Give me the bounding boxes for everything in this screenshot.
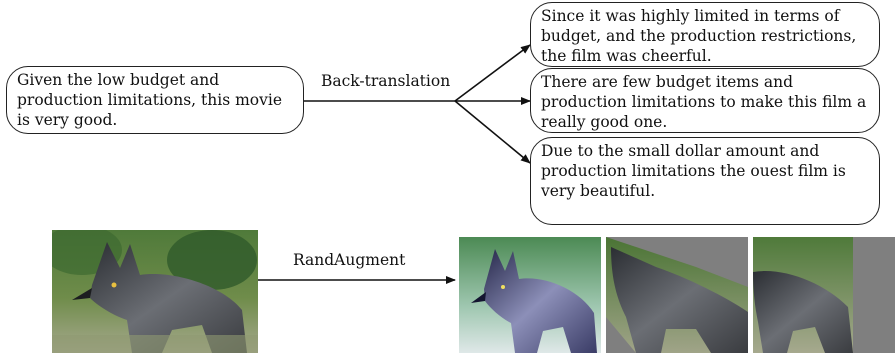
output-sentence-text-1: Since it was highly limited in terms of …: [541, 7, 857, 65]
output-sentence-box-1: Since it was highly limited in terms of …: [530, 2, 880, 67]
fox-photo-shear: [606, 237, 748, 353]
source-sentence-text: Given the low budget and production limi…: [17, 71, 282, 129]
fox-photo-color-jitter: [459, 237, 601, 353]
arrow-to-output-3: [454, 100, 531, 164]
output-sentence-box-2: There are few budget items and productio…: [530, 68, 880, 133]
output-sentence-box-3: Due to the small dollar amount and produ…: [530, 137, 880, 225]
output-sentence-text-3: Due to the small dollar amount and produ…: [541, 142, 846, 200]
randaugment-label: RandAugment: [293, 251, 406, 269]
arrow-to-output-1: [454, 44, 531, 102]
source-sentence-box: Given the low budget and production limi…: [6, 66, 304, 134]
fox-photo-translate: [753, 237, 895, 353]
output-sentence-text-2: There are few budget items and productio…: [541, 73, 867, 131]
back-translation-label: Back-translation: [321, 72, 451, 90]
fox-photo-original: [52, 230, 258, 353]
